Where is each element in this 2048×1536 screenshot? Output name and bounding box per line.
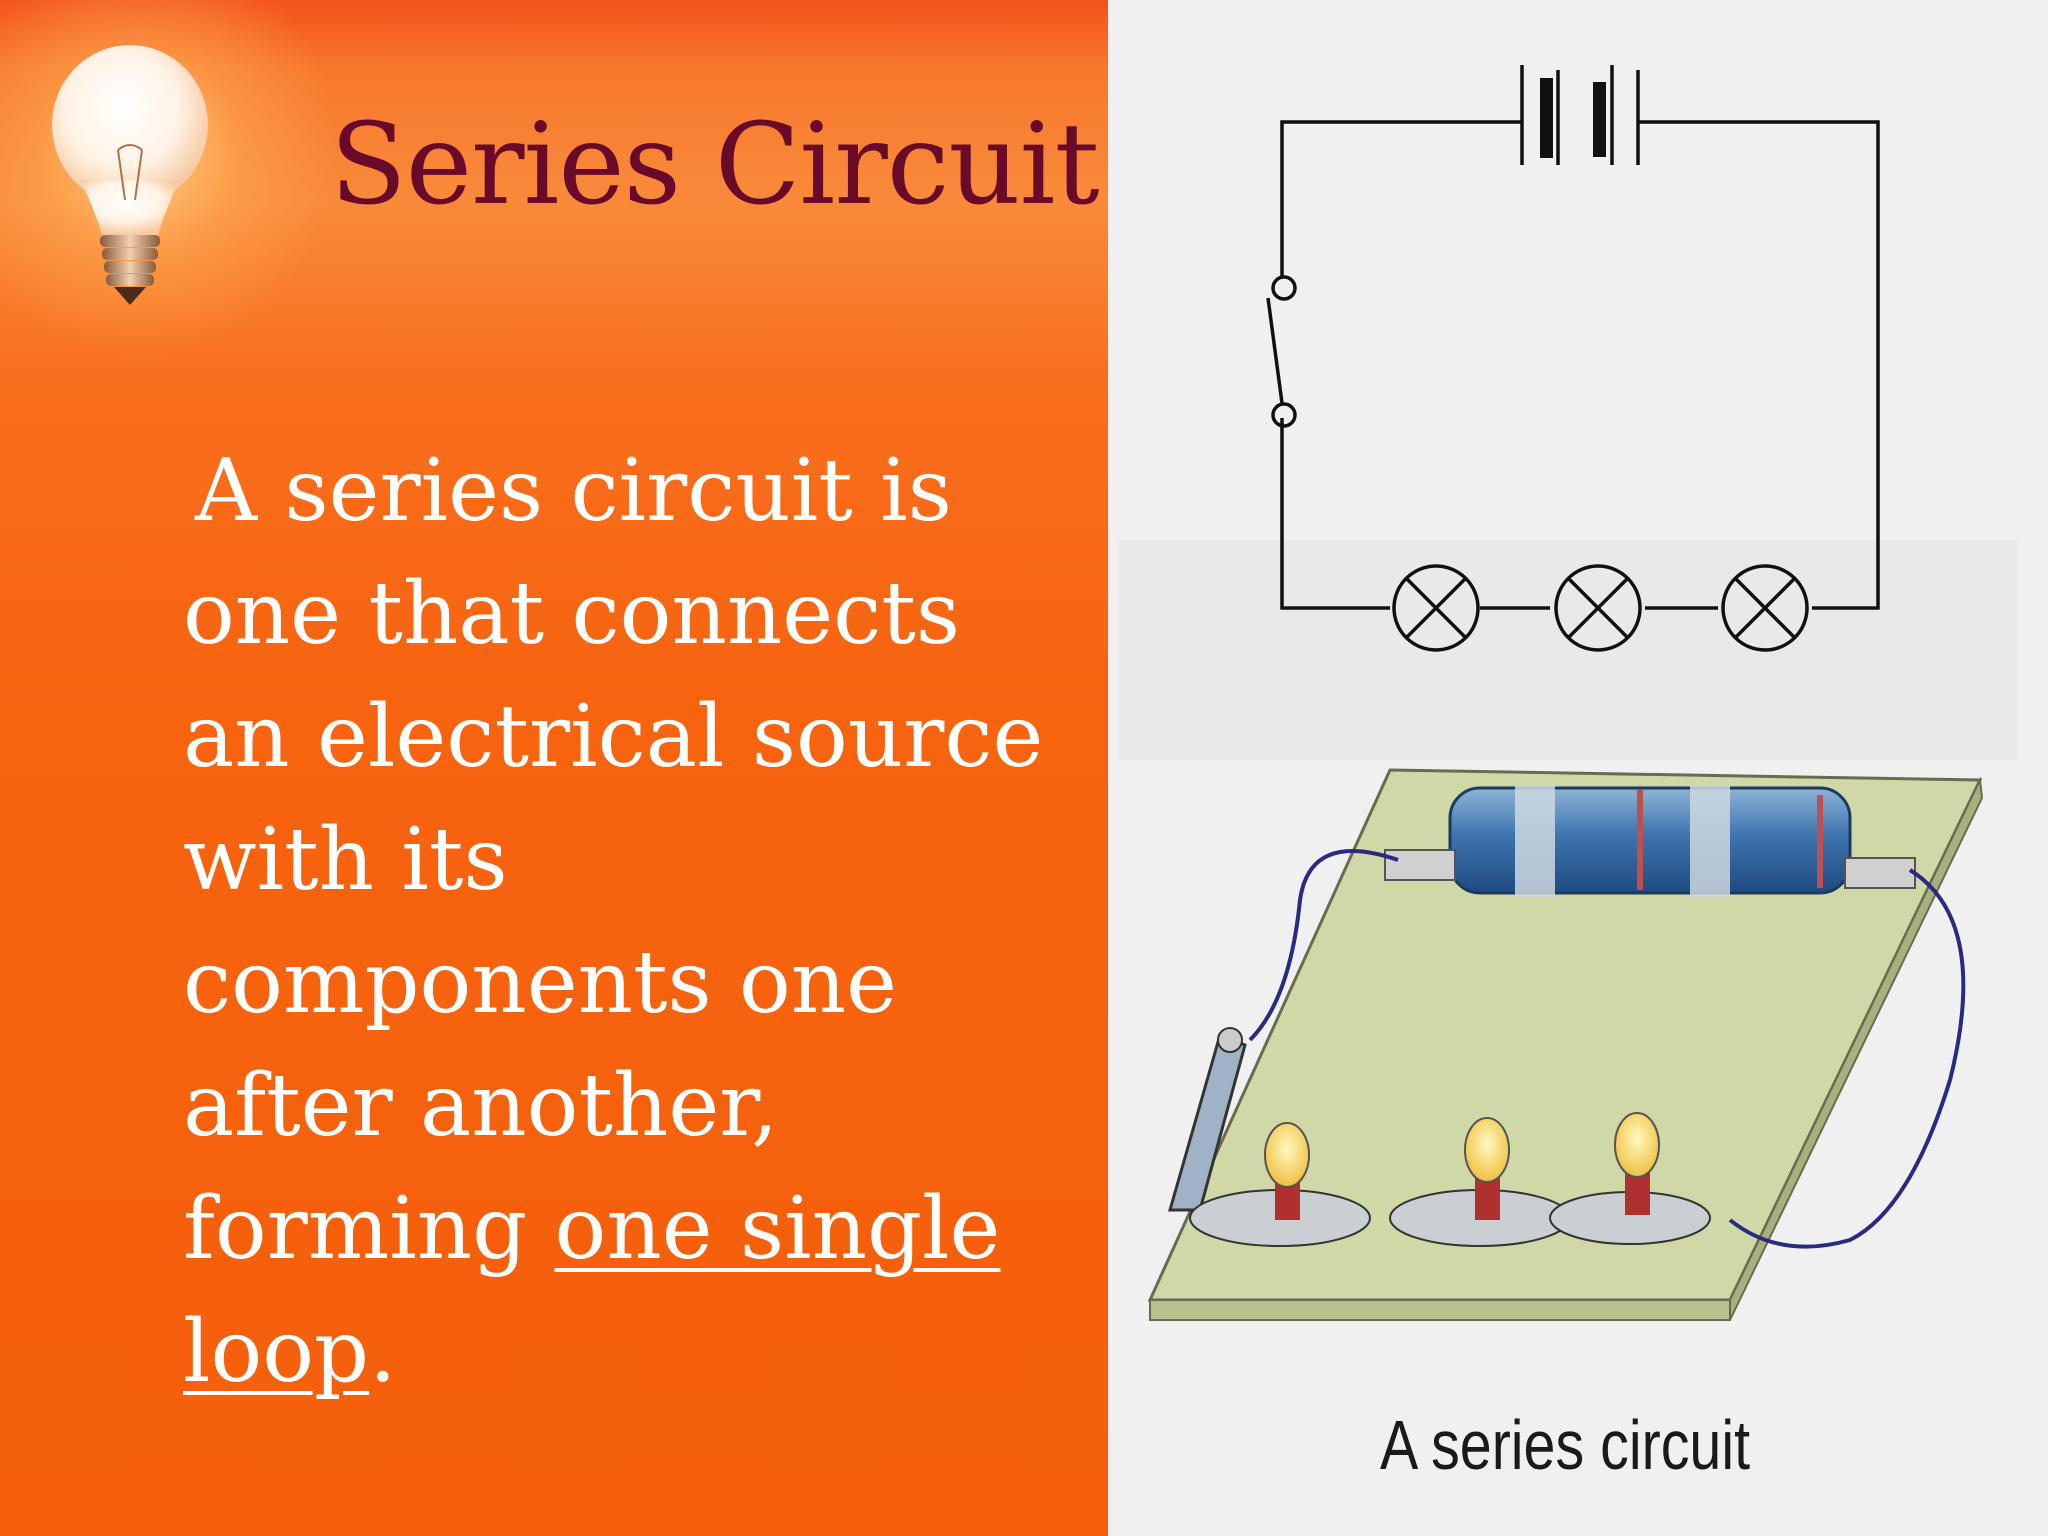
slide-title: Series Circuit [330,100,1099,230]
light-bulb-icon [52,45,208,305]
body-text-plain: forming [183,1179,555,1279]
body-line: with its [183,810,508,910]
switch-symbol [1266,275,1297,428]
body-line: A series circuit is [195,441,952,541]
board-side [1729,776,1984,1321]
body-line: forming one single [183,1168,1083,1291]
series-circuit-board-illustration [1147,768,1984,1321]
board-edge [1149,1299,1731,1321]
connecting-wires [1248,849,1966,1249]
body-line: components one [183,933,898,1033]
underlined-phrase: one single [554,1179,1001,1279]
battery-symbol [1520,65,1640,165]
wire-right [1638,120,1880,610]
lamp-symbol [1554,564,1642,652]
body-text-plain: . [369,1302,397,1402]
body-line: an electrical source [183,687,1044,787]
bulb-holders [1189,1112,1711,1247]
wire-left-bottom [1280,418,1390,610]
body-line: one that connects [183,564,960,664]
body-line: loop. [183,1291,1083,1414]
lamp-symbol [1721,564,1809,652]
battery-cells [1448,785,1852,897]
knife-switch [1168,1027,1247,1212]
body-line: after another, [183,1056,779,1156]
lamp-symbol [1392,564,1480,652]
figure-caption: A series circuit [1380,1406,1751,1484]
wire-left-top [1280,120,1522,278]
left-panel: Series Circuit A series circuit is one t… [0,0,1108,1536]
slide-body-text: A series circuit is one that connects an… [183,430,1083,1414]
underlined-phrase: loop [183,1302,370,1402]
series-circuit-schematic [1266,65,1880,652]
